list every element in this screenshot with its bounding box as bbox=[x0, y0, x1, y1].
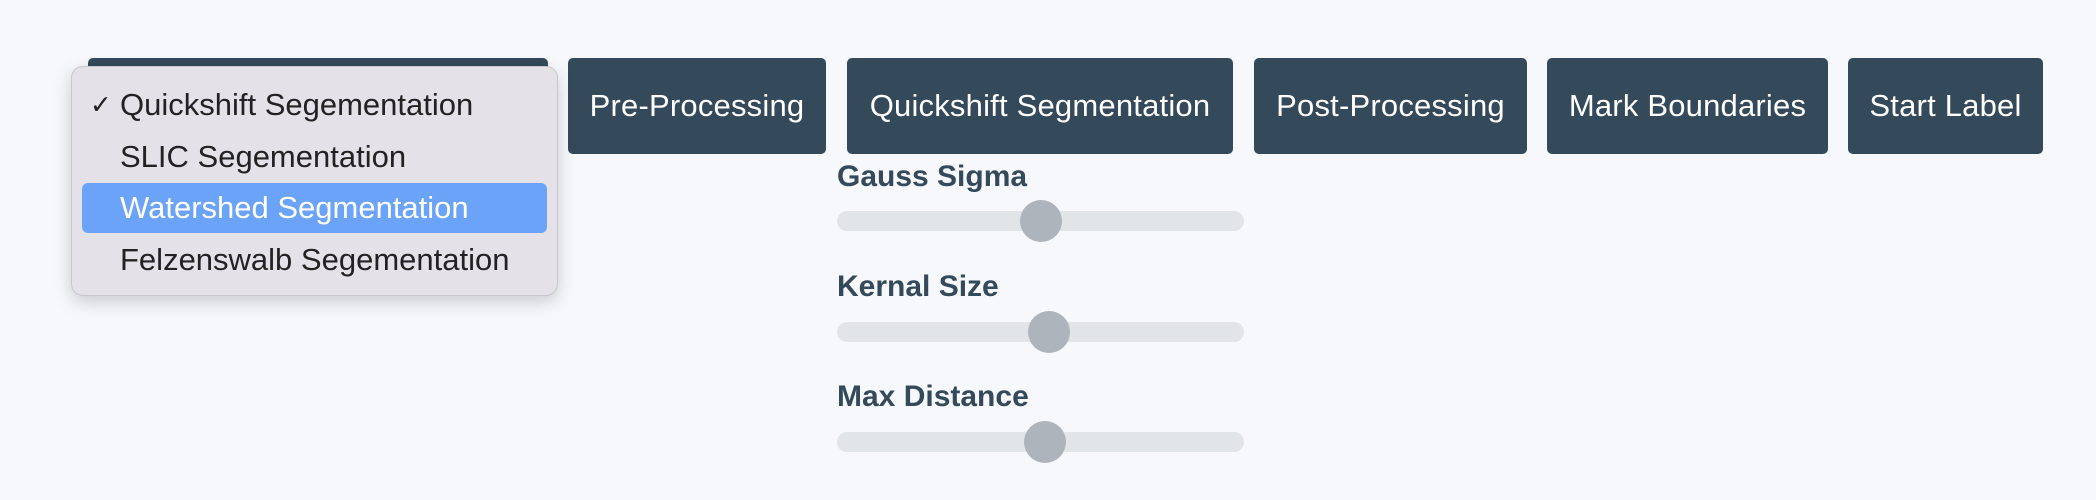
option-label: Quickshift Segementation bbox=[120, 87, 474, 122]
kernal-size-slider[interactable] bbox=[837, 311, 1244, 353]
segmentation-dropdown-menu: ✓ Quickshift Segementation SLIC Segement… bbox=[71, 66, 558, 296]
mark-boundaries-button[interactable]: Mark Boundaries bbox=[1547, 58, 1828, 154]
pre-processing-button[interactable]: Pre-Processing bbox=[568, 58, 826, 154]
option-label: Watershed Segmentation bbox=[120, 190, 469, 225]
start-label-button[interactable]: Start Label bbox=[1848, 58, 2043, 154]
gauss-sigma-slider[interactable] bbox=[837, 200, 1244, 242]
checkmark-icon: ✓ bbox=[90, 89, 112, 120]
max-distance-label: Max Distance bbox=[837, 380, 1029, 413]
option-label: SLIC Segementation bbox=[120, 139, 407, 174]
gauss-sigma-label: Gauss Sigma bbox=[837, 160, 1028, 193]
slider-thumb[interactable] bbox=[1019, 200, 1062, 242]
max-distance-slider[interactable] bbox=[837, 421, 1244, 463]
option-quickshift[interactable]: ✓ Quickshift Segementation bbox=[82, 80, 547, 130]
post-processing-button[interactable]: Post-Processing bbox=[1254, 58, 1527, 154]
option-felzenswalb[interactable]: Felzenswalb Segementation bbox=[82, 235, 547, 285]
option-slic[interactable]: SLIC Segementation bbox=[82, 132, 547, 182]
slider-thumb[interactable] bbox=[1027, 311, 1070, 353]
slider-thumb[interactable] bbox=[1023, 421, 1066, 463]
option-watershed[interactable]: Watershed Segmentation bbox=[82, 183, 547, 233]
quickshift-segmentation-button[interactable]: Quickshift Segmentation bbox=[847, 58, 1233, 154]
option-label: Felzenswalb Segementation bbox=[120, 242, 510, 277]
kernal-size-label: Kernal Size bbox=[837, 270, 999, 303]
